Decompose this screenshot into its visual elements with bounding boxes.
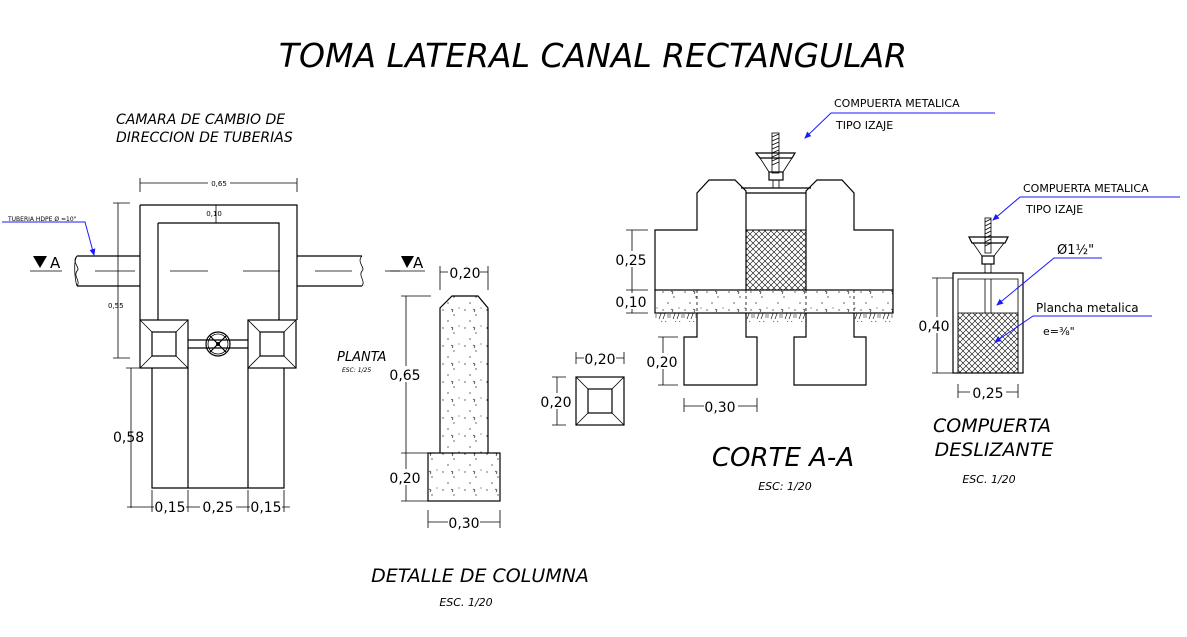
svg-text:0,20: 0,20	[584, 352, 615, 368]
col-dim-height: 0,65 0,20	[389, 295, 431, 502]
gate-frame-top	[741, 187, 811, 194]
svg-text:0,58: 0,58	[113, 430, 144, 446]
footing-left	[683, 313, 758, 386]
plan-view: CAMARA DE CAMBIO DE DIRECCION DE TUBERIA…	[2, 112, 425, 516]
plan-heading-line1: CAMARA DE CAMBIO DE	[116, 112, 285, 128]
section-callout-line2: TIPO IZAJE	[835, 119, 893, 132]
svg-text:0,30: 0,30	[704, 400, 735, 416]
gate-dim-width: 0,25	[957, 384, 1019, 402]
svg-text:0,30: 0,30	[448, 516, 479, 532]
lifting-mechanism-icon	[754, 132, 797, 188]
svg-text:0,65: 0,65	[211, 180, 227, 188]
section-dim-wall: 0,25 0,10	[614, 229, 648, 314]
gate-scale: ESC. 1/20	[962, 473, 1015, 486]
col-dim-base-width: 0,30	[427, 510, 501, 532]
section-callout-line1: COMPUERTA METALICA	[834, 97, 960, 110]
lower-chamber-walls	[151, 368, 285, 489]
section-title: CORTE A-A	[712, 443, 854, 473]
valve-icon	[188, 331, 248, 357]
svg-text:0,10: 0,10	[615, 295, 646, 311]
planta-label: PLANTA	[337, 350, 386, 365]
svg-text:0,20: 0,20	[646, 355, 677, 371]
gate-lifting-mechanism-icon	[968, 217, 1009, 273]
column-detail-scale: ESC. 1/20	[439, 596, 492, 609]
section-scale: ESC: 1/20	[758, 480, 812, 493]
sliding-gate: COMPUERTA METALICA TIPO IZAJE Ø1½" Planc…	[918, 182, 1180, 486]
gate-callout-leader	[992, 196, 1180, 221]
chamber-outer-wall	[139, 204, 298, 320]
pipe-left	[74, 255, 140, 287]
svg-text:0,40: 0,40	[918, 319, 949, 335]
svg-text:0,65: 0,65	[389, 368, 420, 384]
gate-callout-line2: TIPO IZAJE	[1025, 203, 1083, 216]
dim-bottom: 0,15 0,25 0,15	[127, 490, 290, 516]
column-block-left	[139, 319, 189, 369]
section-marker-left: A	[30, 254, 62, 272]
section-aa: COMPUERTA METALICA TIPO IZAJE	[614, 97, 995, 493]
gate-title-line1: COMPUERTA	[933, 415, 1051, 437]
plate-thickness: e=⅜"	[1043, 325, 1075, 338]
chamber-inner-wall	[157, 222, 280, 320]
dim-lower-height: 0,58	[113, 367, 144, 508]
svg-text:0,25: 0,25	[615, 253, 646, 269]
gate-plate	[745, 229, 807, 291]
gate-dim-height: 0,40	[918, 277, 953, 374]
gate-title-line2: DESLIZANTE	[935, 439, 1054, 461]
column-cross-section: 0,20 0,20	[540, 350, 625, 426]
svg-text:0,20: 0,20	[540, 395, 571, 411]
column-detail: PLANTA ESC: 1/25 0,20 0,65 0,20 0,30	[337, 264, 625, 609]
column-block-right	[247, 319, 297, 369]
plate-label: Plancha metalica	[1036, 301, 1139, 315]
svg-text:A: A	[413, 254, 424, 272]
section-callout-leader	[804, 112, 995, 139]
wall-left	[654, 179, 747, 290]
dim-wall: 0,10	[206, 205, 222, 223]
svg-text:A: A	[50, 254, 61, 272]
dim-top-width: 0,65	[139, 177, 298, 192]
svg-text:0,20: 0,20	[389, 471, 420, 487]
svg-text:0,10: 0,10	[206, 210, 222, 218]
gate-plate	[957, 312, 1019, 374]
column-detail-title: DETALLE DE COLUMNA	[371, 565, 589, 587]
pipe-label-leader	[2, 221, 96, 256]
plan-heading-line2: DIRECCION DE TUBERIAS	[116, 130, 293, 146]
rod-diameter-label: Ø1½"	[1057, 243, 1094, 258]
soil-hatch	[655, 313, 697, 322]
footing-right	[793, 313, 867, 386]
svg-text:0,15: 0,15	[154, 500, 185, 516]
svg-text:0,25: 0,25	[972, 386, 1003, 402]
rod-leader	[996, 257, 1102, 306]
gate-rod	[984, 279, 992, 313]
pipe-label: TUBERIA HDPE Ø =10"	[7, 216, 77, 223]
col-dim-top-width: 0,20	[439, 264, 489, 290]
pipe-right	[297, 255, 364, 287]
planta-scale: ESC: 1/25	[342, 367, 371, 374]
base-slab	[654, 289, 894, 314]
svg-text:0,15: 0,15	[250, 500, 281, 516]
gate-callout-line1: COMPUERTA METALICA	[1023, 182, 1149, 195]
section-marker-right: A	[390, 254, 425, 272]
plate-leader	[994, 315, 1152, 343]
wall-right	[805, 179, 894, 290]
dim-side-height: 0,55	[108, 202, 130, 359]
svg-text:0,55: 0,55	[108, 302, 124, 310]
svg-text:0,20: 0,20	[449, 266, 480, 282]
section-dim-footing: 0,20 0,30	[646, 336, 758, 416]
svg-text:0,25: 0,25	[202, 500, 233, 516]
drawing-title: TOMA LATERAL CANAL RECTANGULAR	[279, 36, 907, 75]
